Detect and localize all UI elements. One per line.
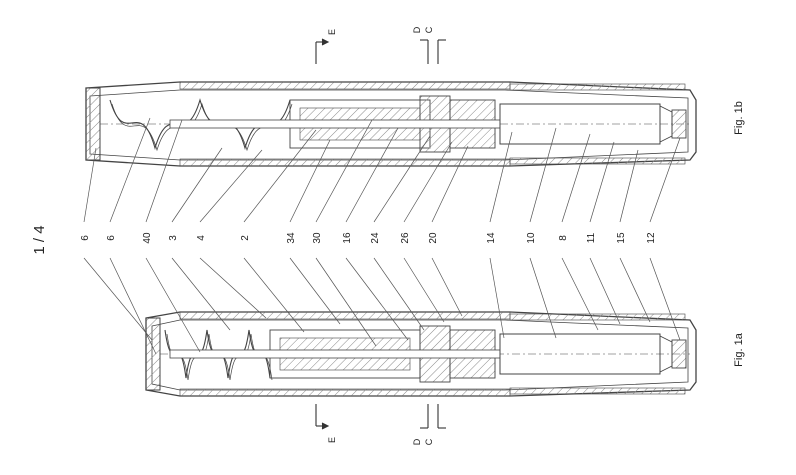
leader-line-lower	[199, 257, 267, 319]
section-marker-top	[315, 38, 446, 64]
leader-line-upper	[289, 139, 331, 223]
leader-line-lower	[619, 257, 651, 323]
reference-numeral: 26	[400, 232, 411, 244]
reference-numeral: 30	[312, 232, 323, 244]
leader-line-upper	[199, 149, 263, 223]
leader-lines	[83, 117, 681, 355]
reference-numeral: 15	[616, 232, 627, 244]
leader-line-upper	[373, 135, 431, 223]
reference-numeral: 12	[646, 232, 657, 244]
leader-line-upper	[83, 147, 97, 223]
caption-fig-1b: Fig. 1b	[733, 101, 745, 135]
section-label-c-top: C	[424, 26, 434, 33]
leader-line-upper	[345, 127, 399, 223]
section-marker-bottom	[315, 404, 446, 430]
leader-line-upper	[431, 145, 469, 223]
reference-numeral: 2	[240, 235, 251, 241]
leader-line-lower	[403, 257, 445, 323]
reference-numeral: 6	[80, 235, 91, 241]
leader-line-upper	[171, 147, 223, 223]
section-label-d-bottom: D	[412, 438, 422, 445]
leader-line-upper	[109, 117, 151, 223]
section-label-d-top: D	[412, 26, 422, 33]
pen-figure-1a	[145, 311, 697, 397]
leader-line-lower	[243, 257, 305, 333]
leader-line-lower	[589, 257, 621, 325]
section-label-e-bottom: E	[327, 437, 337, 443]
leader-line-lower	[561, 257, 599, 331]
reference-numeral: 16	[342, 232, 353, 244]
leader-line-upper	[243, 129, 317, 223]
reference-numeral: 40	[142, 232, 153, 244]
leader-line-upper	[619, 149, 639, 223]
reference-numeral: 34	[286, 232, 297, 244]
reference-numeral: 11	[586, 232, 597, 243]
reference-numeral: 20	[428, 232, 439, 244]
leader-line-upper	[489, 131, 513, 223]
leader-line-lower	[489, 257, 505, 339]
reference-numeral: 6	[106, 235, 117, 241]
reference-numeral: 14	[486, 232, 497, 244]
leader-line-upper	[649, 137, 681, 223]
reference-numeral: 10	[526, 232, 537, 244]
reference-numeral: 8	[558, 235, 569, 241]
section-label-e-top: E	[327, 29, 337, 35]
caption-fig-1a: Fig. 1a	[733, 332, 745, 367]
leader-line-lower	[649, 257, 681, 341]
reference-numeral: 3	[168, 235, 179, 241]
leader-line-lower	[171, 257, 231, 331]
sheet-label: 1 / 4	[31, 225, 48, 254]
leader-line-lower	[289, 257, 341, 325]
leader-line-upper	[589, 141, 615, 223]
leader-line-upper	[403, 141, 453, 223]
reference-numeral: 24	[370, 232, 381, 244]
leader-line-lower	[83, 257, 153, 341]
leader-line-lower	[431, 257, 463, 317]
leader-line-lower	[529, 257, 557, 339]
leader-line-lower	[315, 257, 377, 347]
leader-line-lower	[145, 257, 201, 353]
leader-line-upper	[145, 119, 183, 223]
leader-line-lower	[373, 257, 425, 331]
pen-figure-1b	[85, 81, 697, 167]
leader-line-upper	[561, 133, 591, 223]
leader-line-lower	[109, 257, 157, 355]
reference-numeral: 4	[196, 235, 207, 241]
leader-line-upper	[529, 127, 557, 223]
leader-line-upper	[315, 119, 373, 223]
leader-line-lower	[345, 257, 409, 341]
section-label-c-bottom: C	[424, 438, 434, 445]
